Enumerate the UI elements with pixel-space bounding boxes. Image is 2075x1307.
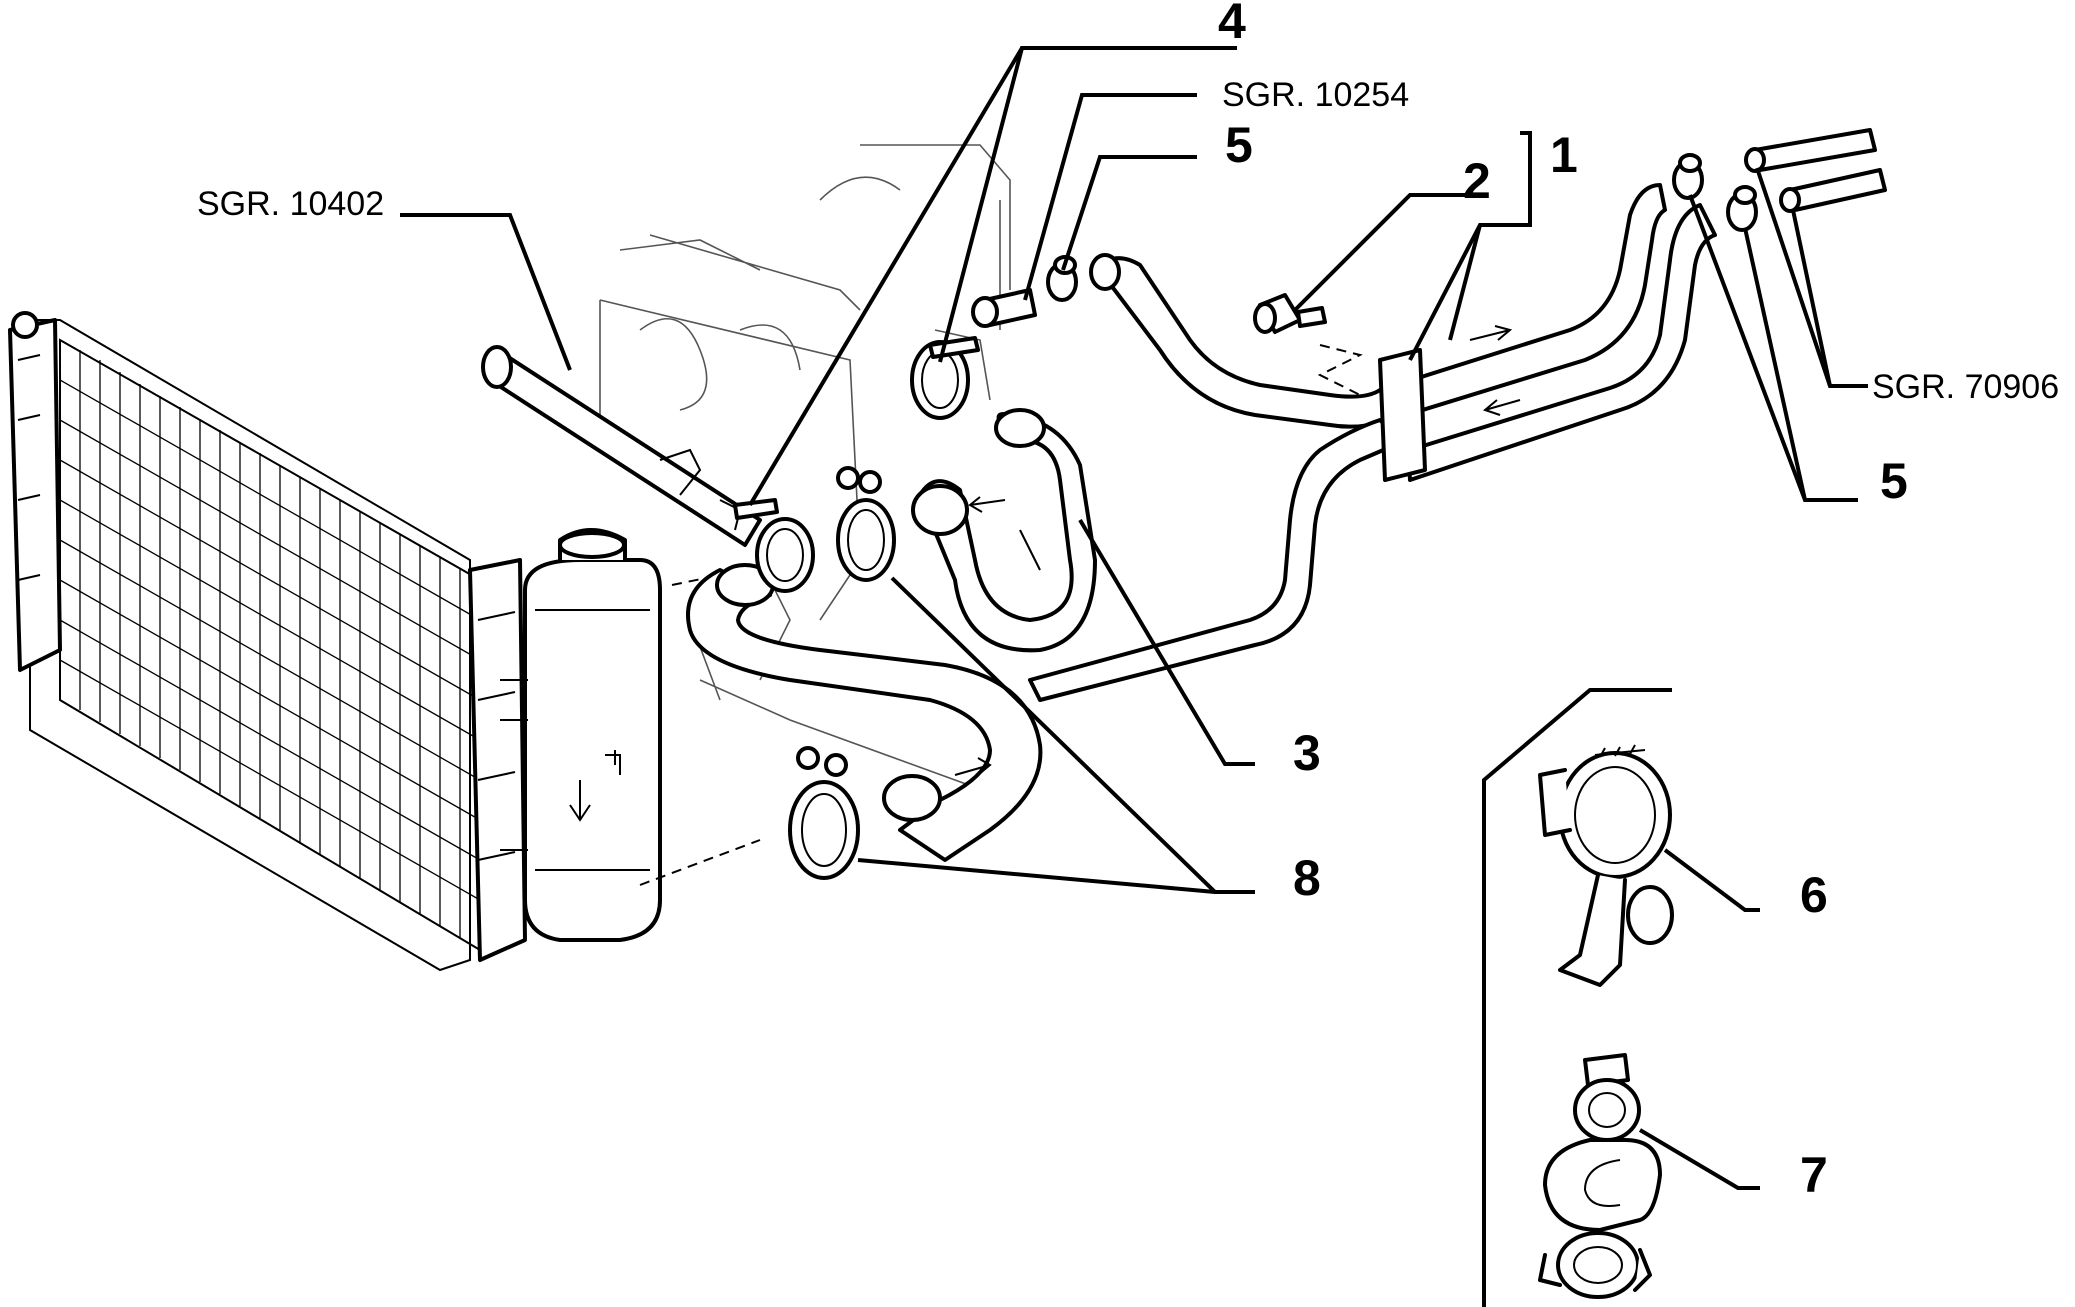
callout-6: 6 bbox=[1800, 867, 1828, 923]
radiator bbox=[8, 311, 527, 972]
pipe-stub-10254 bbox=[971, 288, 1037, 328]
clamp-5-right-a bbox=[1672, 153, 1704, 200]
callout-1: 1 bbox=[1550, 127, 1578, 183]
radiator-core bbox=[59, 350, 481, 938]
callout-5-top: 5 bbox=[1225, 117, 1253, 173]
clamp-8-upper bbox=[836, 466, 896, 582]
hose-3 bbox=[911, 408, 1097, 653]
temperature-sensor bbox=[1253, 293, 1327, 334]
clamp-5-top bbox=[1046, 255, 1078, 302]
clamp-8-lower bbox=[788, 746, 860, 880]
inset-border bbox=[1482, 688, 1672, 1307]
hose-clip-7 bbox=[1538, 1053, 1662, 1299]
callout-5-right: 5 bbox=[1880, 453, 1908, 509]
callout-3: 3 bbox=[1293, 725, 1321, 781]
ref-label-sgr-10402: SGR. 10402 bbox=[197, 185, 384, 223]
hose-clip-6 bbox=[1538, 744, 1674, 987]
clamp-5-right-b bbox=[1726, 185, 1758, 232]
expansion-tank bbox=[500, 528, 662, 942]
heater-pipe-assembly bbox=[1028, 183, 1717, 702]
pipe-stubs-70906 bbox=[1744, 128, 1887, 213]
assembly-line bbox=[1317, 344, 1363, 396]
callout-8: 8 bbox=[1293, 850, 1321, 906]
steel-pipe-10402 bbox=[481, 345, 762, 547]
callout-2: 2 bbox=[1463, 153, 1491, 209]
hose-lower bbox=[686, 563, 1043, 862]
leader-lines bbox=[400, 46, 1868, 1190]
callout-4: 4 bbox=[1218, 0, 1246, 49]
assembly-line bbox=[639, 839, 761, 886]
ref-label-sgr-10254: SGR. 10254 bbox=[1222, 76, 1409, 114]
ref-label-sgr-70906: SGR. 70906 bbox=[1872, 368, 2059, 406]
callout-7: 7 bbox=[1800, 1147, 1828, 1203]
clamp-4-lower bbox=[733, 498, 815, 593]
